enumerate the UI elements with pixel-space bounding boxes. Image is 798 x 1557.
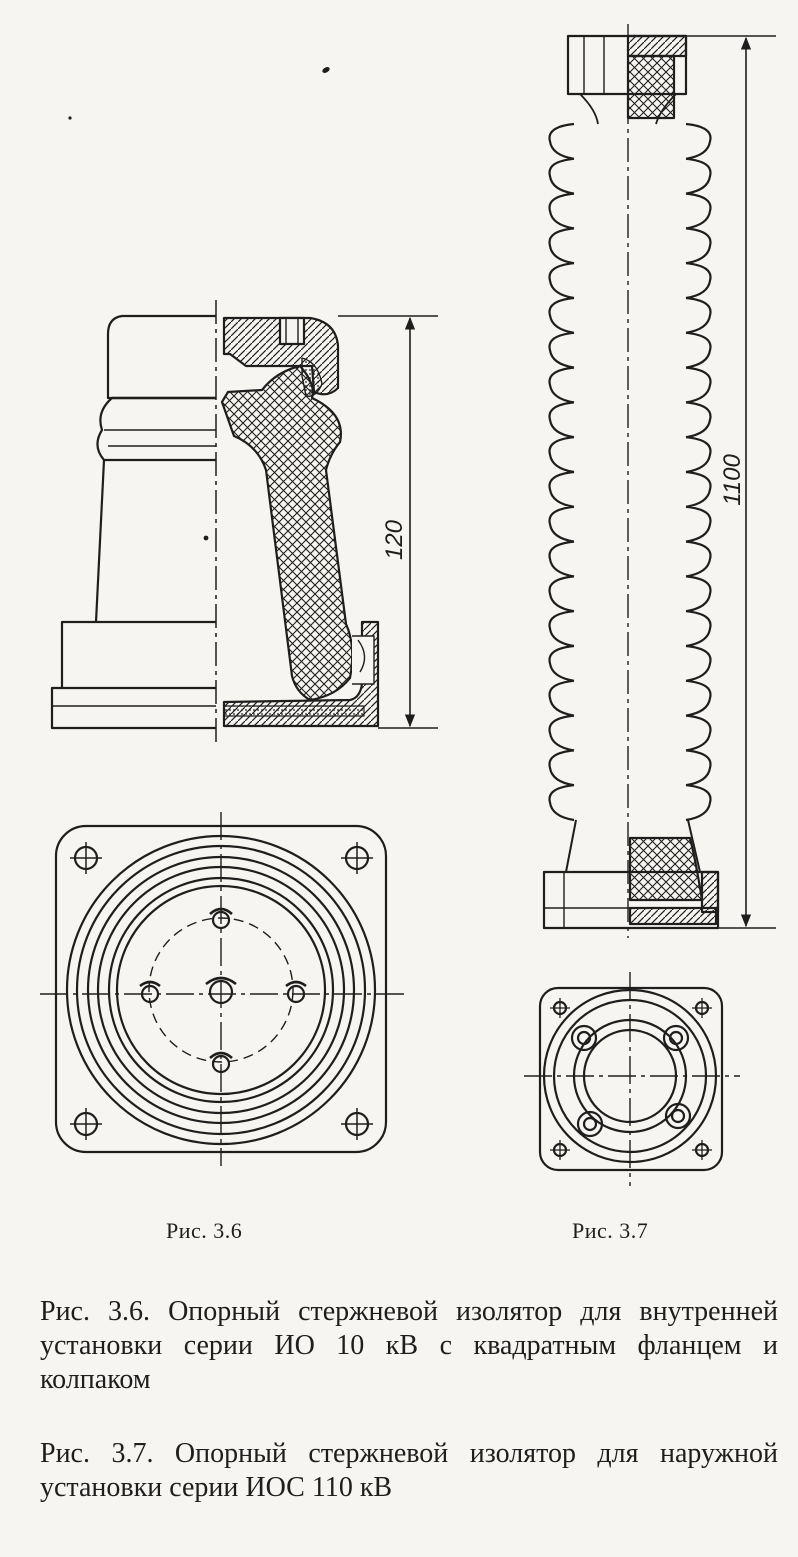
fig37-square-flange [538, 986, 724, 1172]
fig36-body-left [94, 459, 106, 623]
fig36-corner-bolt-holes [70, 842, 373, 1140]
fig37-label: Рис. 3.7 [572, 1218, 649, 1243]
fig37-dimension-label: 1100 [719, 454, 746, 506]
fig37-corner-bolt-holes [550, 998, 712, 1160]
fig37-sheds [548, 122, 712, 822]
fig36-dimension-label: 120 [381, 519, 408, 560]
fig36-label: Рис. 3.6 [166, 1218, 243, 1243]
fig37-side-view [542, 24, 776, 938]
fig36-base-flange [50, 620, 216, 730]
paper-specks [68, 67, 330, 541]
caption-fig37: Рис. 3.7. Опорный стержневой изолятор дл… [40, 1438, 778, 1503]
technical-drawing: 120 [40, 24, 776, 1186]
fig37-lower-neck [565, 819, 701, 873]
fig36-neck-ribs [96, 396, 216, 462]
fig37-plan-view [524, 972, 740, 1186]
fig37-cap-bolt-holes [570, 1024, 692, 1138]
fig37-shed-outline [548, 122, 712, 822]
fig36-cap-outline [106, 314, 216, 400]
caption-fig36: Рис. 3.6. Опорный стержневой изолятор дл… [40, 1296, 778, 1395]
fig36-plan-view [40, 812, 404, 1166]
fig36-porcelain-section [220, 364, 354, 702]
fig36-cap-screw-holes [139, 907, 307, 1074]
fig36-side-view [50, 300, 438, 745]
